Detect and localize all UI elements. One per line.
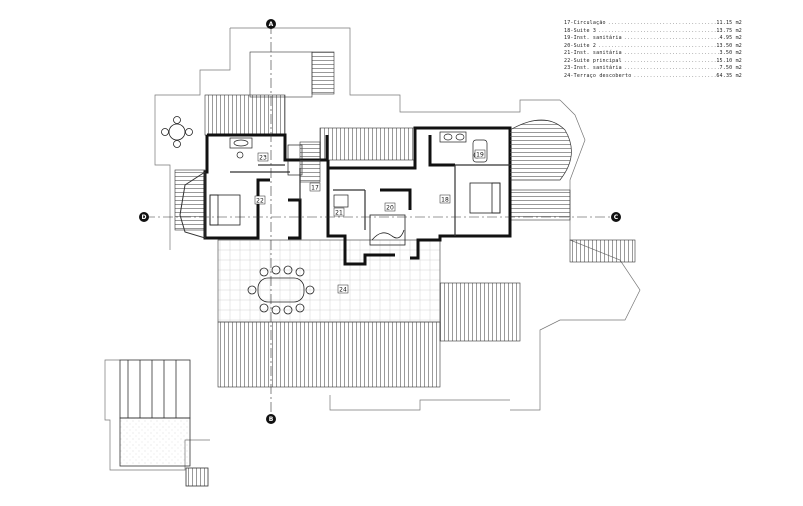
room-area: 64.35 m2 xyxy=(716,72,742,79)
round-table xyxy=(161,116,193,148)
dining-table xyxy=(247,265,315,315)
stair xyxy=(299,141,321,183)
room-area: 13.50 m2 xyxy=(716,42,742,49)
area-schedule-row: 17-Circulação...........................… xyxy=(564,20,742,28)
section-marker-right: C xyxy=(611,212,621,222)
room-tag-24: 24 xyxy=(337,284,349,294)
room-tag-23: 23 xyxy=(257,152,269,162)
room-name: 20-Suite 2 xyxy=(564,42,597,49)
area-schedule-row: 18-Suite 3..............................… xyxy=(564,28,742,36)
area-schedule-row: 21-Inst. sanitária......................… xyxy=(564,50,742,58)
room-tag-20: 20 xyxy=(384,202,396,212)
bay-window xyxy=(179,171,206,239)
section-marker-left: D xyxy=(139,212,149,222)
svg-text:A: A xyxy=(269,21,274,28)
area-schedule-row: 24-Terraço descoberto...................… xyxy=(564,73,742,81)
section-marker-top: A xyxy=(266,19,276,29)
beds xyxy=(209,182,501,246)
bathroom-fixtures xyxy=(229,131,488,208)
room-name: 21-Inst. sanitária xyxy=(564,50,622,56)
room-name: 19-Inst. sanitária xyxy=(564,35,622,41)
room-area: 3.50 m2 xyxy=(719,50,742,56)
section-marker-bottom: B xyxy=(266,414,276,424)
svg-text:20: 20 xyxy=(386,205,394,212)
room-tag-19: 19 xyxy=(474,149,486,159)
svg-text:23: 23 xyxy=(259,155,267,162)
room-name: 22-Suite principal xyxy=(564,57,622,64)
area-schedule-row: 19-Inst. sanitária......................… xyxy=(564,35,742,43)
room-name: 17-Circulação xyxy=(564,20,606,26)
room-area: 13.75 m2 xyxy=(716,27,742,34)
svg-text:19: 19 xyxy=(476,152,484,159)
svg-text:24: 24 xyxy=(339,287,347,294)
leader-dots: ........................................… xyxy=(633,72,716,79)
svg-text:18: 18 xyxy=(441,197,449,204)
curved-balcony xyxy=(509,119,572,181)
site-outline xyxy=(104,27,641,471)
leader-dots: ........................................… xyxy=(607,20,717,26)
room-tag-17: 17 xyxy=(309,182,321,192)
section-axes xyxy=(145,24,615,414)
area-schedule-row: 23-Inst. sanitária......................… xyxy=(564,65,742,73)
terrace-area xyxy=(217,239,441,323)
leader-dots: ........................................… xyxy=(598,42,717,49)
room-tag-21: 21 xyxy=(333,207,345,217)
area-schedule-row: 22-Suite principal......................… xyxy=(564,58,742,66)
svg-text:C: C xyxy=(614,214,619,221)
area-schedule: 17-Circulação...........................… xyxy=(564,20,742,80)
room-area: 7.50 m2 xyxy=(719,65,742,71)
leader-dots: ........................................… xyxy=(623,50,720,56)
area-schedule-row: 20-Suite 2..............................… xyxy=(564,43,742,51)
leader-dots: ........................................… xyxy=(623,35,720,41)
svg-text:21: 21 xyxy=(335,210,343,217)
svg-text:B: B xyxy=(269,416,274,423)
room-area: 4.95 m2 xyxy=(719,35,742,41)
pergola xyxy=(119,359,209,487)
room-name: 18-Suite 3 xyxy=(564,27,597,34)
svg-text:17: 17 xyxy=(311,185,319,192)
room-name: 23-Inst. sanitária xyxy=(564,65,622,71)
leader-dots: ........................................… xyxy=(598,27,717,34)
svg-text:22: 22 xyxy=(256,198,264,205)
leader-dots: ........................................… xyxy=(623,65,720,71)
room-tag-22: 22 xyxy=(254,195,266,205)
room-name: 24-Terraço descoberto xyxy=(564,72,632,79)
room-area: 11.15 m2 xyxy=(716,20,742,26)
room-area: 15.10 m2 xyxy=(716,57,742,64)
svg-text:D: D xyxy=(142,214,147,221)
leader-dots: ........................................… xyxy=(623,57,717,64)
room-tag-18: 18 xyxy=(439,194,451,204)
